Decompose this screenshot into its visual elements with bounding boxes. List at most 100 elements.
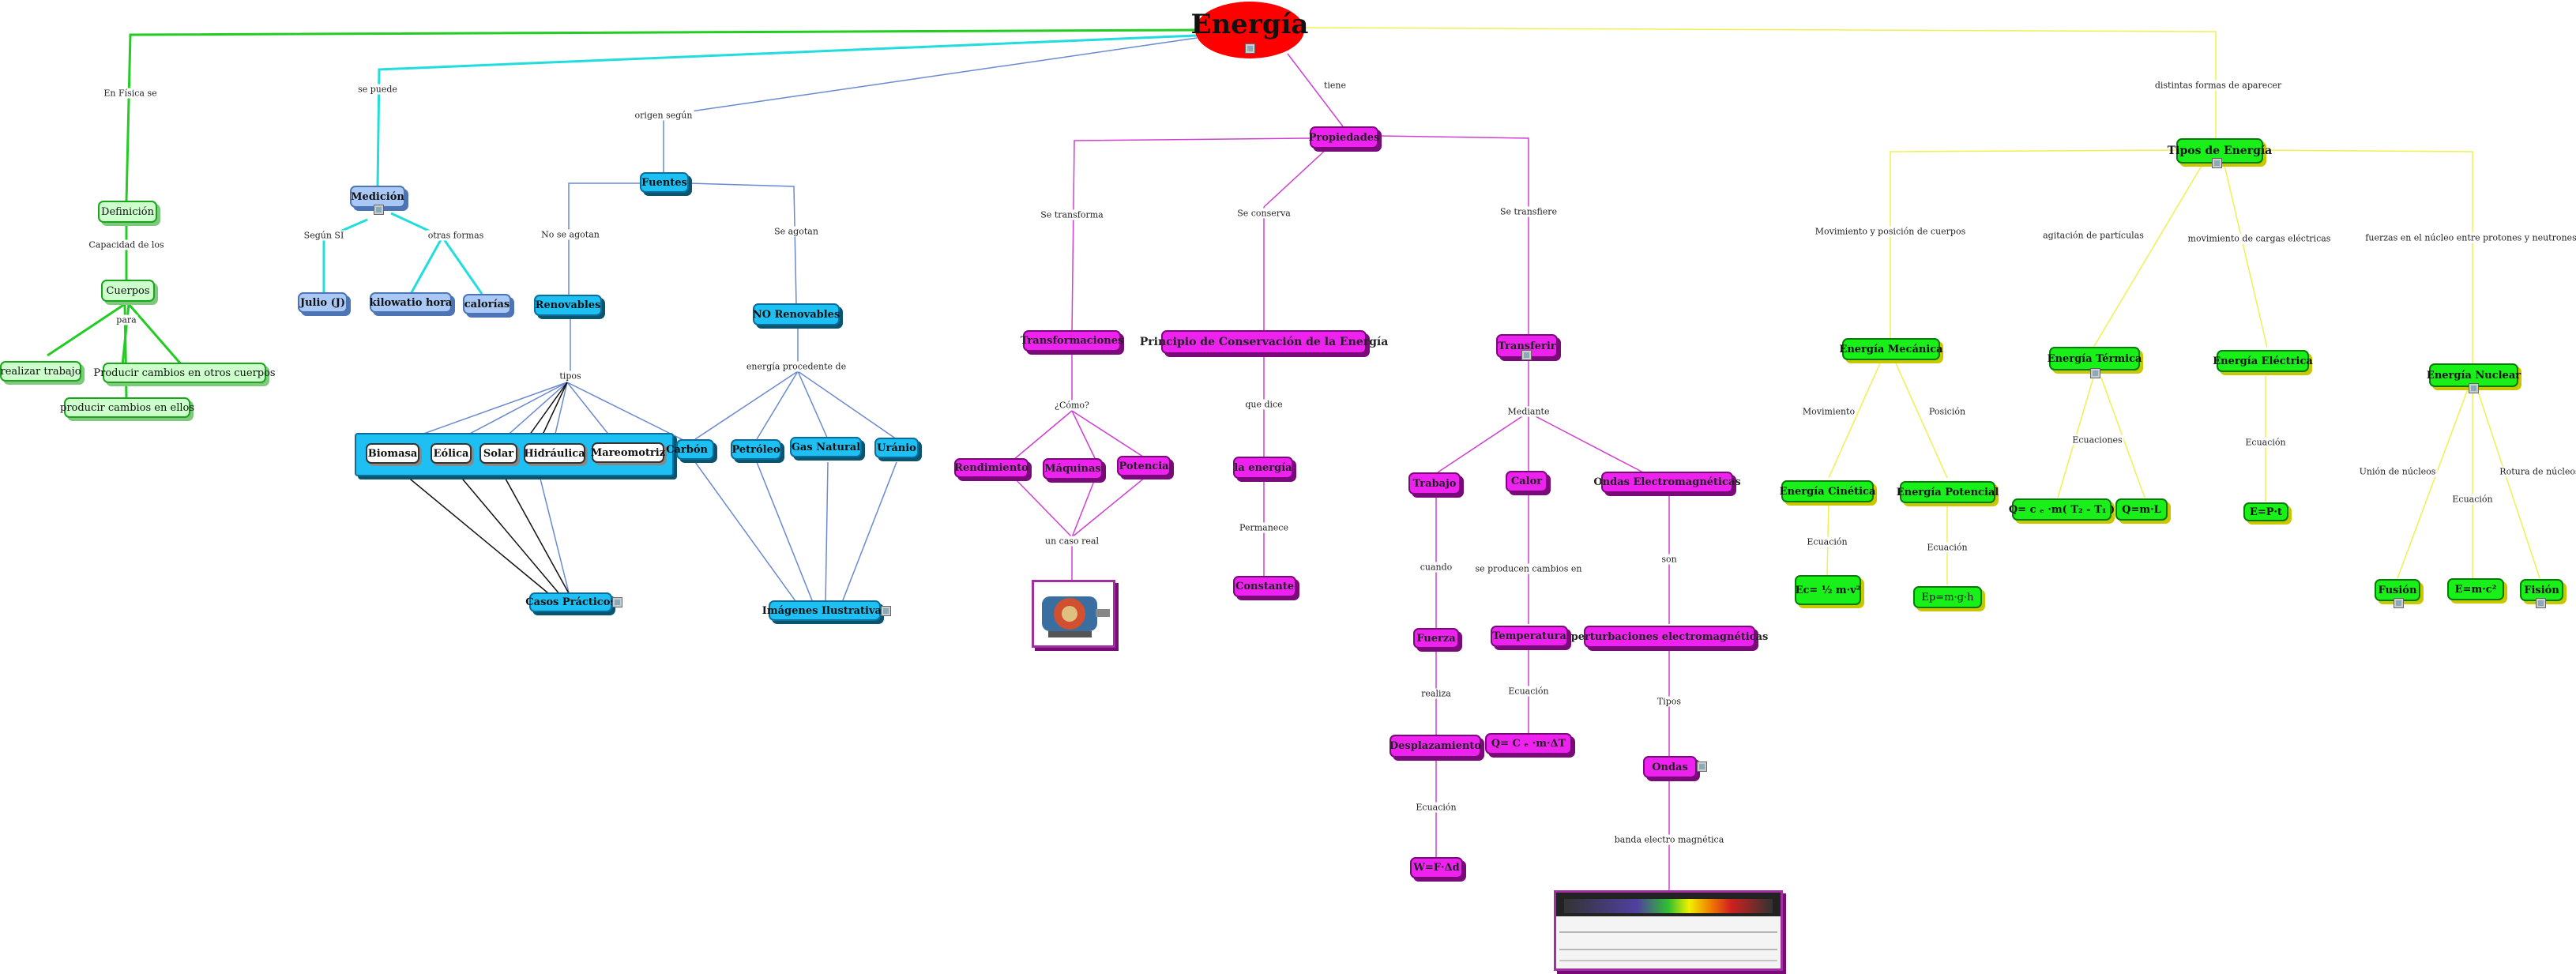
link-cuando: cuando: [1418, 562, 1454, 573]
node-producir-cambios-ellos[interactable]: producir cambios en ellos: [60, 397, 194, 418]
node-biomasa[interactable]: Biomasa: [366, 443, 419, 464]
node-no-renovables[interactable]: NO Renovables: [753, 303, 840, 325]
link-movimiento: Movimiento: [1800, 406, 1857, 417]
link-se-transforma: Se transforma: [1039, 209, 1105, 220]
node-calorias[interactable]: calorías: [463, 294, 511, 314]
node-perturbaciones[interactable]: perturbaciones electromagnéticas: [1571, 626, 1768, 648]
node-calor[interactable]: Calor: [1506, 471, 1547, 492]
node-maquinas[interactable]: Máquinas: [1043, 458, 1103, 479]
link-rotura: Rotura de núcleos: [2498, 466, 2576, 477]
link-segun-si: Según SI: [302, 230, 346, 241]
node-solar[interactable]: Solar: [479, 443, 517, 464]
node-ondas[interactable]: Ondas: [1643, 756, 1697, 778]
node-cuerpos[interactable]: Cuerpos: [101, 280, 155, 302]
node-tipos-energia[interactable]: Tipos de Energía: [2168, 138, 2272, 164]
link-fuerzas-nucleo: fuerzas en el núcleo entre protones y ne…: [2364, 232, 2576, 243]
node-ondas-electromagneticas[interactable]: Ondas Electromagnéticas: [1593, 472, 1741, 493]
node-temperatura[interactable]: Temperatura: [1491, 626, 1568, 647]
node-propiedades[interactable]: Propiedades: [1309, 126, 1379, 149]
node-e-pt[interactable]: E=P·t: [2243, 502, 2288, 521]
node-e-mc2[interactable]: E=m·c²: [2447, 578, 2504, 600]
medicion-resource-icon[interactable]: [374, 205, 384, 215]
node-renovables[interactable]: Renovables: [534, 295, 602, 316]
node-producir-cambios-otros[interactable]: Producir cambios en otros cuerpos: [93, 363, 276, 383]
node-julio[interactable]: Julio (J): [298, 292, 348, 313]
node-la-energia[interactable]: la energía: [1233, 457, 1293, 479]
link-posicion: Posición: [1927, 406, 1968, 417]
link-realiza: realiza: [1420, 688, 1453, 699]
spectrum-icon: [1556, 893, 1781, 968]
link-permanece: Permanece: [1238, 522, 1290, 533]
link-en-fisica: En Física se: [102, 88, 159, 99]
casos-practicos-icon[interactable]: [612, 597, 622, 607]
link-ecuacion-trabajo: Ecuación: [1414, 802, 1458, 813]
node-petroleo[interactable]: Petróleo: [731, 439, 781, 460]
motor-image[interactable]: [1032, 580, 1115, 648]
termica-icon[interactable]: [2090, 368, 2100, 378]
fusion-icon[interactable]: [2394, 598, 2404, 608]
node-fision[interactable]: Fisión: [2520, 579, 2563, 601]
link-para: para: [115, 314, 138, 325]
node-gas-natural[interactable]: Gas Natural: [790, 437, 862, 457]
link-ecuacion-calor: Ecuación: [1506, 686, 1551, 697]
node-q-termica[interactable]: Q= c ₑ ·m( T₂ - T₁ ): [2009, 498, 2115, 521]
link-se-puede: se puede: [356, 84, 399, 95]
node-w-eq[interactable]: W=F·Δd: [1410, 857, 1463, 878]
node-energia-mecanica[interactable]: Energía Mecánica: [1839, 338, 1943, 360]
node-ep-eq[interactable]: Ep=m·g·h: [1913, 586, 1982, 608]
link-distintas: distintas formas de aparecer: [2153, 80, 2284, 91]
node-fuentes[interactable]: Fuentes: [640, 172, 689, 193]
node-transformaciones[interactable]: Transformaciones: [1021, 330, 1123, 352]
node-trabajo[interactable]: Trabajo: [1408, 472, 1461, 495]
ondas-icon[interactable]: [1697, 762, 1707, 772]
node-imagenes-ilustrativas[interactable]: Imágenes Ilustrativas: [762, 600, 887, 621]
link-capacidad: Capacidad de los: [87, 239, 166, 250]
nuclear-icon[interactable]: [2469, 383, 2479, 393]
node-principio-conservacion[interactable]: Principio de Conservación de la Energía: [1140, 330, 1388, 354]
node-casos-practicos[interactable]: Casos Prácticos: [525, 592, 616, 612]
node-uranio[interactable]: Uránio: [874, 438, 919, 458]
link-ecuacion-electrica: Ecuación: [2243, 437, 2288, 448]
link-un-caso-real: un caso real: [1044, 536, 1100, 547]
link-ecuacion-nuclear: Ecuación: [2450, 494, 2495, 505]
link-mediante: Mediante: [1506, 406, 1551, 417]
link-como: ¿Cómo?: [1053, 400, 1091, 411]
node-definicion[interactable]: Definición: [98, 201, 157, 223]
link-agitacion: agitación de partículas: [2041, 230, 2145, 241]
node-eolica[interactable]: Eólica: [431, 443, 472, 464]
node-desplazamiento[interactable]: Desplazamiento: [1390, 735, 1481, 758]
imagenes-icon[interactable]: [881, 606, 891, 616]
link-ecuaciones: Ecuaciones: [2070, 434, 2124, 446]
resource-icon[interactable]: [1245, 43, 1255, 54]
link-mov-cargas: movimiento de cargas eléctricas: [2186, 233, 2333, 244]
fision-icon[interactable]: [2536, 598, 2546, 608]
node-rendimiento[interactable]: Rendimiento: [954, 458, 1029, 478]
node-mareomotriz[interactable]: Mareomotriz: [591, 442, 665, 463]
link-mov-pos: Movimiento y posición de cuerpos: [1813, 226, 1968, 237]
node-constante[interactable]: Constante: [1233, 576, 1296, 597]
node-q-calor[interactable]: Q= C ₑ ·m·ΔT: [1485, 733, 1572, 754]
node-energia-cinetica[interactable]: Energía Cinética: [1780, 480, 1875, 502]
link-tipos-ondas: Tipos: [1655, 696, 1683, 707]
link-no-se-agotan: No se agotan: [540, 229, 601, 240]
node-energia-electrica[interactable]: Energía Eléctrica: [2213, 350, 2313, 372]
transferir-icon[interactable]: [1521, 350, 1532, 360]
link-que-dice: que dice: [1243, 399, 1284, 410]
node-q-ml[interactable]: Q=m·L: [2115, 498, 2168, 521]
tipos-energia-icon[interactable]: [2212, 158, 2222, 168]
node-carbon[interactable]: Carbón: [666, 439, 714, 460]
link-tiene: tiene: [1322, 80, 1348, 91]
link-ecuacion-potencial: Ecuación: [1925, 542, 1969, 553]
node-realizar-trabajo[interactable]: realizar trabajo: [0, 361, 81, 382]
node-kilowatio[interactable]: kilowatio hora: [370, 292, 452, 313]
link-energia-procedente: energía procedente de: [744, 361, 848, 372]
node-energia-termica[interactable]: Energía Térmica: [2048, 347, 2142, 370]
link-tipos: tipos: [558, 370, 583, 382]
link-banda: banda electro magnética: [1612, 834, 1726, 845]
node-ec-eq[interactable]: Ec= ½ m·v²: [1795, 575, 1861, 605]
node-energia-potencial[interactable]: Energía Potencial: [1897, 481, 1999, 503]
node-potencia[interactable]: Potencia: [1117, 456, 1171, 476]
node-fuerza[interactable]: Fuerza: [1413, 628, 1459, 649]
spectrum-image[interactable]: [1554, 890, 1783, 971]
node-hidraulica[interactable]: Hidráulica: [524, 443, 585, 464]
